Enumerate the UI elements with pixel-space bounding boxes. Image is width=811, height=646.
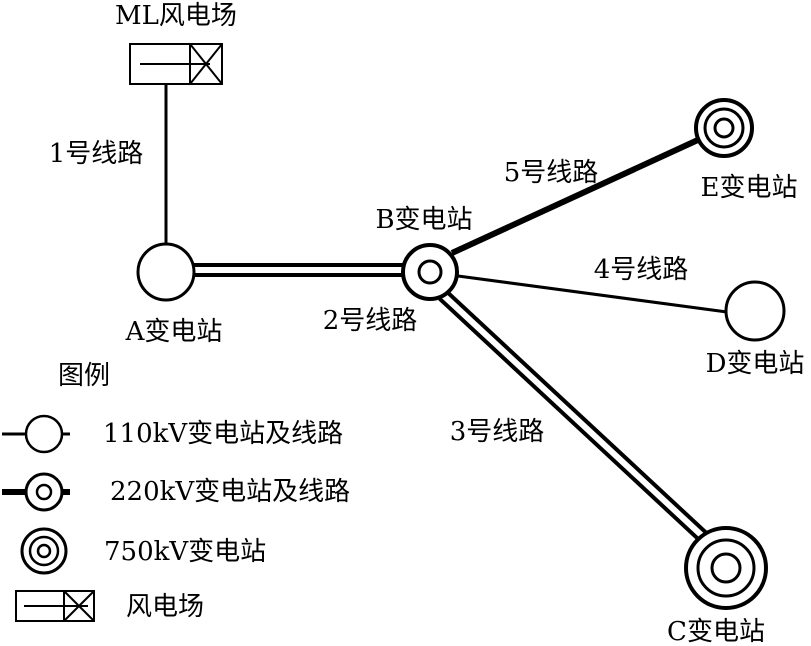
line-1-label: 1号线路: [49, 139, 144, 169]
station-c-label: C变电站: [667, 617, 765, 646]
station-e-icon: [694, 98, 754, 158]
line-3: [438, 289, 717, 551]
legend-wind-farm-symbol: [15, 590, 95, 622]
line-3-label: 3号线路: [450, 417, 545, 447]
wind-farm-icon: [129, 43, 223, 85]
station-a-icon: [136, 242, 196, 302]
station-a-label: A变电站: [125, 317, 223, 347]
station-b-icon: [401, 243, 459, 301]
station-c-icon: [684, 526, 768, 610]
legend-750kv-label: 750kV变电站: [104, 537, 266, 567]
legend-750kv-symbol: [20, 527, 68, 575]
wind-farm-label: ML风电场: [115, 1, 237, 31]
legend: 图例 110kV变电站及线路 220kV变电站及线路 750kV变电站: [2, 361, 350, 622]
legend-wind-farm-label: 风电场: [126, 592, 204, 622]
line-5-label: 5号线路: [504, 158, 599, 188]
line-5: [450, 136, 702, 256]
legend-title: 图例: [58, 361, 110, 391]
station-d-icon: [724, 280, 786, 342]
line-2-label: 2号线路: [323, 306, 418, 336]
legend-220kv-label: 220kV变电站及线路: [110, 477, 350, 507]
legend-220kv-symbol: [2, 472, 70, 512]
station-d-label: D变电站: [706, 349, 805, 379]
legend-110kv-symbol: [2, 414, 70, 454]
line-4: [457, 274, 728, 314]
station-b-label: B变电站: [375, 205, 472, 235]
station-e-label: E变电站: [701, 173, 798, 203]
legend-110kv-label: 110kV变电站及线路: [103, 419, 343, 449]
line-4-label: 4号线路: [594, 255, 689, 285]
